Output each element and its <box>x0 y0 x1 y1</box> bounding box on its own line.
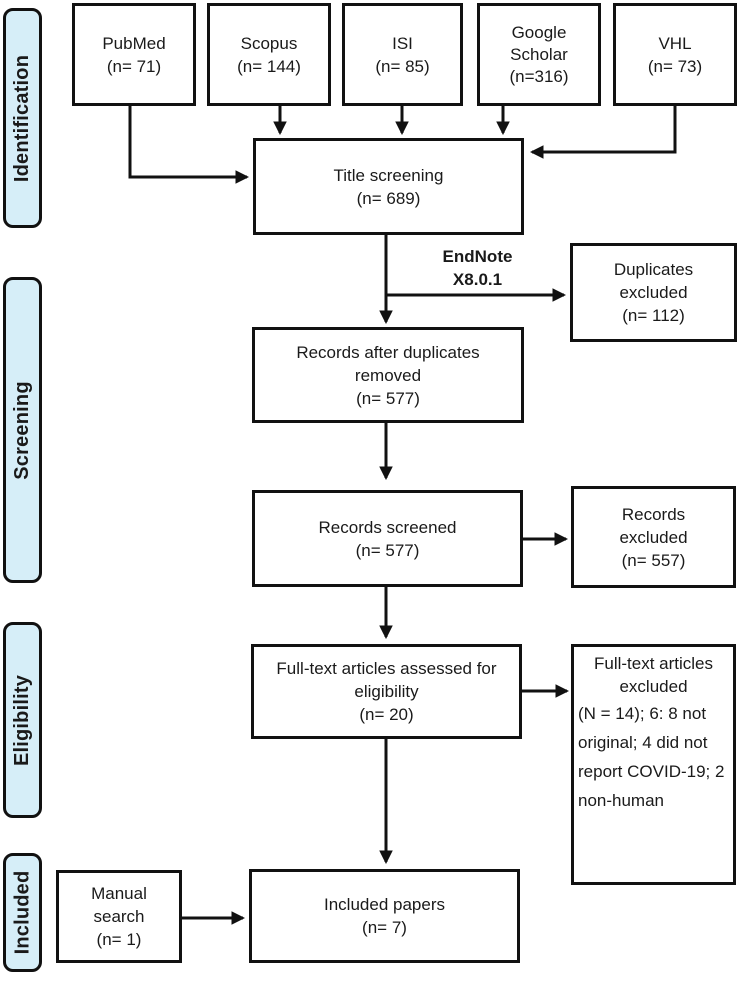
arrow-vhl-to-title <box>529 104 677 159</box>
node-scopus: Scopus (n= 144) <box>207 3 331 106</box>
phase-label-text: Included <box>11 870 34 955</box>
node-label: eligibility <box>354 682 419 701</box>
endnote-annotation-line: EndNote <box>442 247 513 266</box>
phase-label-included: Included <box>3 853 42 972</box>
node-label: ISI <box>392 33 413 53</box>
node-label: Full-text articles <box>593 654 714 673</box>
node-count: (n=316) <box>509 66 569 86</box>
node-label: Duplicates <box>613 260 694 279</box>
phase-label-text: Screening <box>11 380 33 480</box>
node-count: (n= 112) <box>622 306 685 325</box>
phase-label-identification: Identification <box>3 8 42 228</box>
node-label: excluded <box>619 677 688 696</box>
node-label: removed <box>354 365 422 385</box>
node-records-screened: Records screened (n= 577) <box>252 490 523 587</box>
node-label: Google <box>511 22 567 42</box>
node-pubmed: PubMed (n= 71) <box>72 3 196 106</box>
node-count: (n= 144) <box>237 56 301 76</box>
node-label: PubMed <box>102 33 166 53</box>
phase-label-text: Identification <box>11 54 33 182</box>
node-label: Full-text articles assessed for <box>276 659 497 678</box>
node-label: Records after duplicates <box>296 342 480 362</box>
node-label: Included papers <box>324 895 445 914</box>
node-count: (n= 71) <box>106 56 162 76</box>
node-label: Records screened <box>318 517 457 537</box>
node-label: Records <box>621 504 686 524</box>
arrow-pubmed-to-title <box>128 106 250 184</box>
node-count: (n= 689) <box>356 188 421 208</box>
node-label: Scholar <box>510 44 568 64</box>
node-records-after-duplicates: Records after duplicates removed (n= 577… <box>252 327 524 423</box>
node-label: Title screening <box>333 165 444 185</box>
endnote-annotation: EndNote X8.0.1 <box>415 245 540 291</box>
endnote-annotation-line: X8.0.1 <box>452 270 503 289</box>
node-count: (n= 85) <box>375 56 430 76</box>
node-label: VHL <box>658 33 692 53</box>
phase-label-text: Eligibility <box>11 674 34 766</box>
node-count: (n= 577) <box>356 388 420 408</box>
node-label: Manual <box>91 884 147 903</box>
node-duplicates-excluded: Duplicates excluded (n= 112) <box>570 243 737 342</box>
node-included-papers: Included papers (n= 7) <box>249 869 520 963</box>
phase-label-eligibility: Eligibility <box>3 622 42 818</box>
node-title-screening: Title screening (n= 689) <box>253 138 524 235</box>
node-fulltext-assessed: Full-text articles assessed for eligibil… <box>251 644 522 739</box>
node-count: (n= 7) <box>362 918 407 937</box>
node-manual-search: Manual search (n= 1) <box>56 870 182 963</box>
node-count: (n= 577) <box>355 540 420 560</box>
node-label: excluded <box>619 283 688 302</box>
phase-label-screening: Screening <box>3 277 42 583</box>
node-label: excluded <box>619 527 688 547</box>
node-count: (n= 1) <box>96 930 142 949</box>
node-label: Scopus <box>240 33 298 53</box>
node-fulltext-excluded: Full-text articles excluded (N = 14); 6:… <box>571 644 736 885</box>
node-google-scholar: Google Scholar (n=316) <box>477 3 601 106</box>
node-count: (n= 20) <box>359 705 414 724</box>
node-isi: ISI (n= 85) <box>342 3 463 106</box>
node-vhl: VHL (n= 73) <box>613 3 737 106</box>
node-exclusion-reasons: (N = 14); 6: 8 not original; 4 did not r… <box>578 704 725 810</box>
node-label: search <box>93 907 145 926</box>
node-records-excluded: Records excluded (n= 557) <box>571 486 736 588</box>
node-count: (n= 557) <box>621 550 686 570</box>
node-count: (n= 73) <box>647 56 703 76</box>
